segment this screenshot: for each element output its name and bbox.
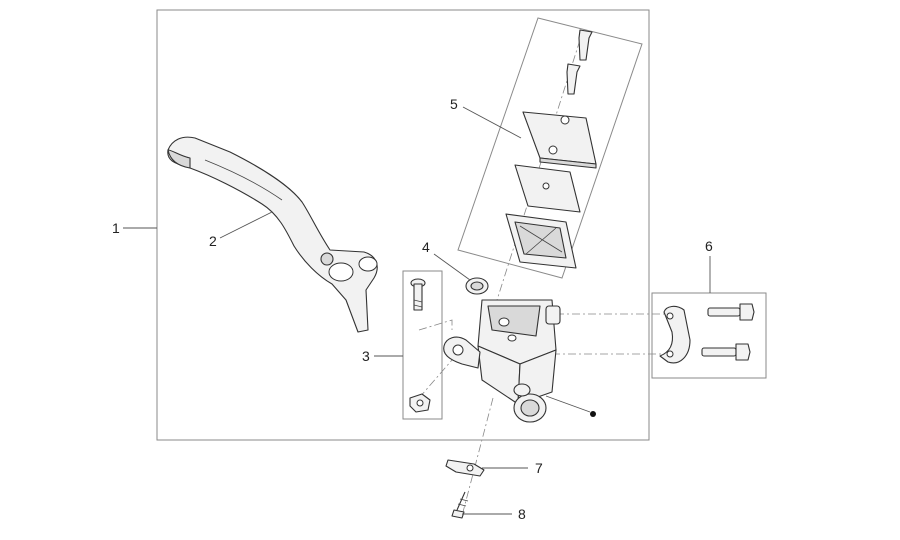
assembly-axes: [418, 39, 668, 513]
bleed-screw: [445, 459, 485, 477]
group-5-frame: [457, 17, 643, 279]
callout-7: 7: [535, 460, 543, 476]
group-3-frame: [402, 270, 443, 420]
callout-6: 6: [705, 238, 713, 254]
callout-8: 8: [518, 506, 526, 522]
master-cylinder: [443, 299, 596, 423]
callout-5: 5: [450, 96, 458, 112]
pivot-bolt: [409, 278, 431, 413]
assembly-frame: [156, 9, 650, 441]
cap-nut: [465, 277, 489, 295]
reservoir-cap-stack: [505, 29, 597, 269]
brake-lever: [167, 136, 378, 333]
group-6-frame: [651, 292, 767, 379]
handlebar-clamp: [659, 305, 691, 364]
screw: [451, 491, 469, 519]
callout-1: 1: [112, 220, 120, 236]
callout-labels: 1 2 3 4 5 6 7 8: [112, 96, 713, 522]
leader-lines: [123, 106, 711, 515]
callout-4: 4: [422, 239, 430, 255]
callout-2: 2: [209, 233, 217, 249]
clamp-bolts: [701, 303, 755, 361]
callout-3: 3: [362, 348, 370, 364]
